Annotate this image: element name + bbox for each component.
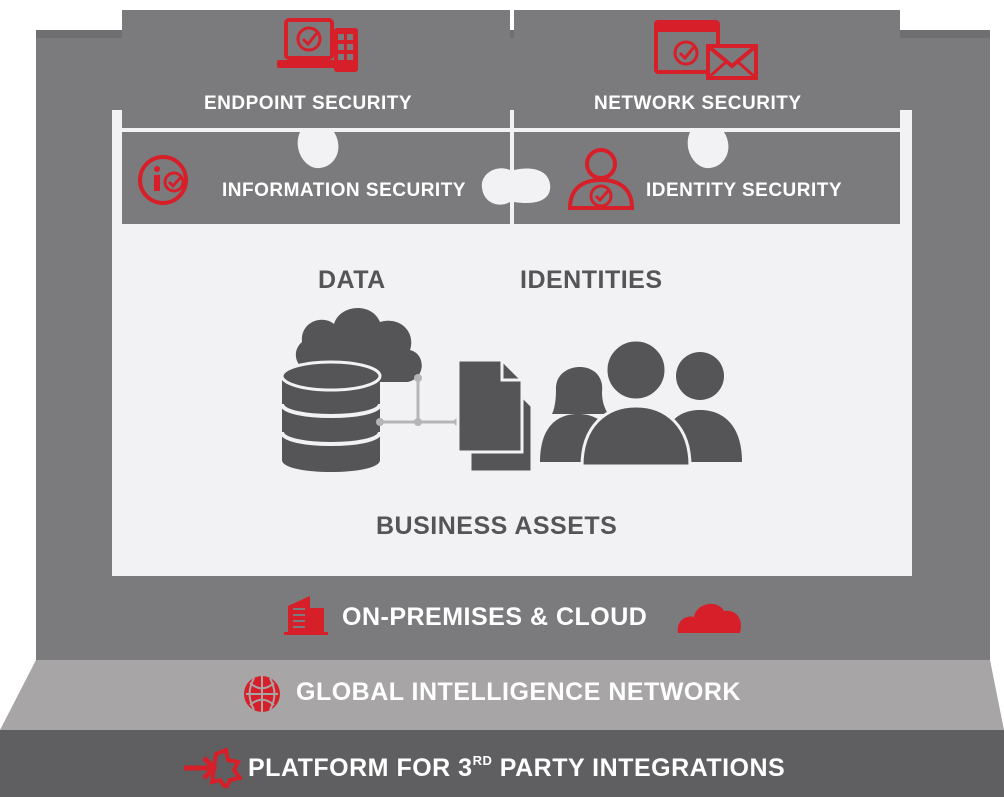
data-label: DATA [318,266,386,294]
integration-arrow-icon [184,748,242,788]
people-group-icon [540,340,742,468]
platform-label: PLATFORM FOR 3RD PARTY INTEGRATIONS [248,753,785,783]
identities-label: IDENTITIES [520,266,663,294]
network-security-label: NETWORK SECURITY [594,93,802,114]
platform-label-part1: PLATFORM FOR 3 [248,754,473,782]
platform-band [0,730,1004,797]
building-icon [284,596,328,635]
identity-security-label: IDENTITY SECURITY [646,180,843,201]
platform-label-part2: PARTY INTEGRATIONS [492,754,786,782]
global-band [0,660,1004,730]
tile-endpoint [122,10,510,128]
info-check-icon [138,155,188,205]
connector-lines [376,374,462,426]
information-security-label: INFORMATION SECURITY [222,180,466,201]
platform-label-superscript: RD [472,753,493,768]
globe-icon [244,676,280,712]
endpoint-security-label: ENDPOINT SECURITY [204,93,413,114]
browser-envelope-check-icon [654,20,758,80]
business-assets-label: BUSINESS ASSETS [376,512,618,540]
documents-icon [456,358,534,474]
on-premises-cloud-label: ON-PREMISES & CLOUD [342,603,648,631]
laptop-phone-check-icon [277,18,358,72]
global-intelligence-label: GLOBAL INTELLIGENCE NETWORK [296,678,741,706]
tile-information [122,132,510,224]
user-check-icon [567,148,635,210]
cloud-icon [677,603,742,633]
cloud-database-icon [280,307,422,472]
frame-top-strip [36,30,990,38]
